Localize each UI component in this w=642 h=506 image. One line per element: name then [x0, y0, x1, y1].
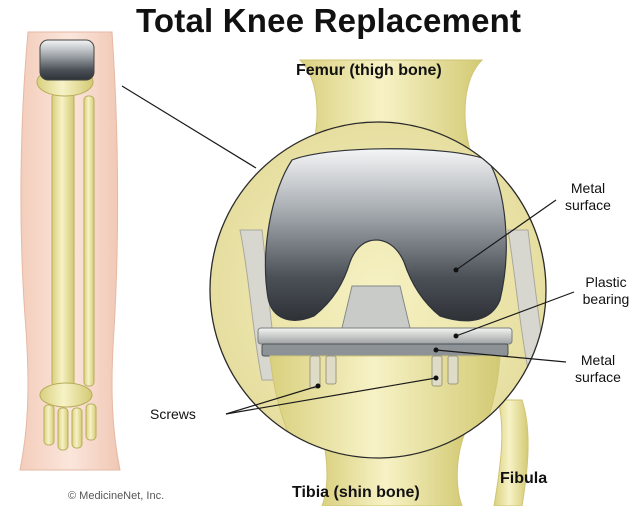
plastic-bearing: [258, 328, 512, 344]
label-metal-surface-bottom-line1: Metal: [568, 352, 628, 369]
label-metal-surface-top: Metal surface: [560, 180, 616, 214]
label-screws: Screws: [150, 406, 196, 423]
knee-implant-small: [40, 40, 94, 80]
label-plastic-bearing: Plastic bearing: [576, 274, 636, 308]
label-plastic-bearing-line1: Plastic: [576, 274, 636, 291]
label-femur: Femur (thigh bone): [296, 62, 442, 80]
label-metal-surface-bottom-line2: surface: [568, 369, 628, 386]
diagram-title: Total Knee Replacement: [136, 2, 521, 40]
zoom-leader-line: [122, 86, 256, 168]
metal-tray: [262, 344, 508, 356]
label-metal-surface-top-line2: surface: [560, 197, 616, 214]
copyright-notice: © MedicineNet, Inc.: [68, 490, 164, 502]
tibia-shaft-bone: [52, 90, 74, 390]
label-metal-surface-bottom: Metal surface: [568, 352, 628, 386]
label-fibula: Fibula: [500, 470, 547, 488]
label-plastic-bearing-line2: bearing: [576, 291, 636, 308]
leg-illustration: [20, 32, 120, 470]
tibial-post: [342, 286, 410, 328]
fibula-shaft-bone: [84, 96, 94, 386]
label-metal-surface-top-line1: Metal: [560, 180, 616, 197]
fibula-shaft: [494, 400, 528, 506]
label-tibia: Tibia (shin bone): [292, 484, 420, 502]
